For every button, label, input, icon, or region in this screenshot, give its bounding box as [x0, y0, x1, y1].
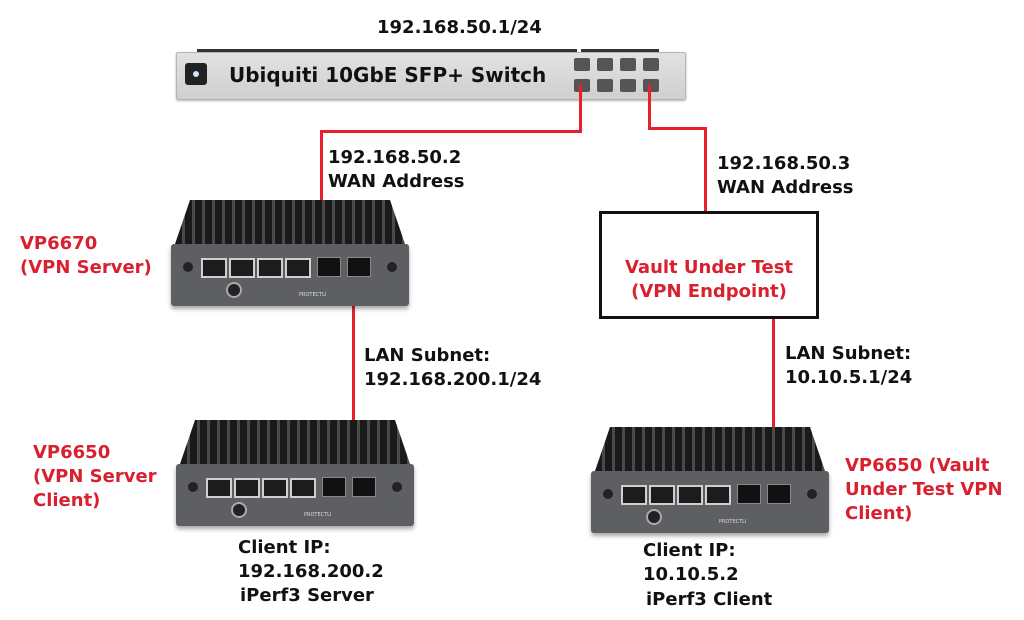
- heatsink: [595, 427, 825, 471]
- power-jack: [226, 282, 242, 298]
- rj45-port-3: [677, 485, 703, 505]
- brand-label: PROTECTLI: [719, 519, 747, 525]
- rj45-port-1: [206, 478, 232, 498]
- link-switch-to-vault: [704, 127, 707, 213]
- sfp-port-2: [767, 484, 791, 504]
- switch-sfp-port: [597, 58, 613, 71]
- right-client-ip-label: Client IP:: [643, 540, 736, 561]
- vault-lan-subnet: 10.10.5.1/24: [785, 367, 913, 388]
- brand-label: PROTECTLI: [299, 292, 327, 298]
- rj45-port-4: [705, 485, 731, 505]
- server-lan-subnet: 192.168.200.1/24: [364, 369, 542, 390]
- rj45-port-2: [229, 258, 255, 278]
- sfp-port-2: [347, 257, 371, 277]
- vault-under-test-box: Vault Under Test (VPN Endpoint): [599, 211, 819, 319]
- vpn-server-name: VP6670: [20, 233, 98, 254]
- device-front-panel: PROTECTLI: [171, 244, 409, 306]
- device-front-panel: PROTECTLI: [176, 464, 414, 526]
- sfp-port-1: [737, 484, 761, 504]
- rj45-port-3: [262, 478, 288, 498]
- vault-title: Vault Under Test: [624, 257, 794, 278]
- power-jack: [231, 502, 247, 518]
- antenna-mount: [807, 489, 817, 499]
- link-switch-to-server: [320, 130, 582, 133]
- rj45-port-3: [257, 258, 283, 278]
- switch-sfp-port: [643, 79, 659, 92]
- link-switch-to-server: [579, 84, 582, 132]
- vp6670-device: PROTECTLI: [165, 200, 415, 310]
- antenna-mount: [188, 482, 198, 492]
- vp6650-server-client-device: PROTECTLI: [170, 420, 420, 530]
- rj45-port-4: [290, 478, 316, 498]
- server-client-name: VP6650: [33, 442, 111, 463]
- link-vault-to-client: [772, 318, 775, 490]
- antenna-mount: [603, 489, 613, 499]
- rj45-port-1: [621, 485, 647, 505]
- right-client-role: iPerf3 Client: [646, 589, 773, 610]
- vault-wan-label: WAN Address: [717, 177, 854, 198]
- server-client-role1: (VPN Server: [33, 466, 157, 487]
- power-jack: [646, 509, 662, 525]
- sfp-port-1: [322, 477, 346, 497]
- switch-sfp-port: [574, 79, 590, 92]
- antenna-mount: [387, 262, 397, 272]
- rj45-port-2: [234, 478, 260, 498]
- vault-client-role2: Client): [845, 503, 913, 524]
- switch: Ubiquiti 10GbE SFP+ Switch: [176, 49, 686, 100]
- link-switch-to-vault: [648, 84, 651, 130]
- rj45-port-2: [649, 485, 675, 505]
- switch-sfp-port: [643, 58, 659, 71]
- link-server-to-client: [352, 268, 355, 478]
- vpn-server-role: (VPN Server): [20, 257, 152, 278]
- switch-subnet: 192.168.50.1/24: [377, 17, 542, 38]
- vault-client-role1: Under Test VPN: [845, 479, 1003, 500]
- vp6650-vault-client-device: PROTECTLI: [585, 427, 835, 537]
- server-lan-label: LAN Subnet:: [364, 345, 491, 366]
- antenna-mount: [392, 482, 402, 492]
- switch-sfp-port: [620, 79, 636, 92]
- vault-client-name: VP6650 (Vault: [845, 455, 990, 476]
- server-wan-label: WAN Address: [328, 171, 465, 192]
- switch-sfp-port: [620, 58, 636, 71]
- left-client-role: iPerf3 Server: [240, 585, 374, 606]
- sfp-port-2: [352, 477, 376, 497]
- vault-role: (VPN Endpoint): [631, 281, 787, 302]
- switch-sfp-port: [597, 79, 613, 92]
- rj45-port-1: [201, 258, 227, 278]
- switch-title: Ubiquiti 10GbE SFP+ Switch: [229, 63, 547, 87]
- device-front-panel: PROTECTLI: [591, 471, 829, 533]
- right-client-ip: 10.10.5.2: [643, 564, 739, 585]
- rj45-port-4: [285, 258, 311, 278]
- server-client-role2: Client): [33, 490, 101, 511]
- server-wan-ip: 192.168.50.2: [328, 147, 462, 168]
- vault-wan-ip: 192.168.50.3: [717, 153, 851, 174]
- antenna-mount: [183, 262, 193, 272]
- heatsink: [180, 420, 410, 464]
- vault-lan-label: LAN Subnet:: [785, 343, 912, 364]
- switch-logo-icon: [185, 63, 207, 85]
- link-switch-to-vault: [648, 127, 706, 130]
- heatsink: [175, 200, 405, 244]
- switch-sfp-port: [574, 58, 590, 71]
- sfp-port-1: [317, 257, 341, 277]
- left-client-ip: 192.168.200.2: [238, 561, 384, 582]
- brand-label: PROTECTLI: [304, 512, 332, 518]
- switch-top-strip: [197, 49, 577, 52]
- left-client-ip-label: Client IP:: [238, 537, 331, 558]
- switch-top-strip: [581, 49, 659, 52]
